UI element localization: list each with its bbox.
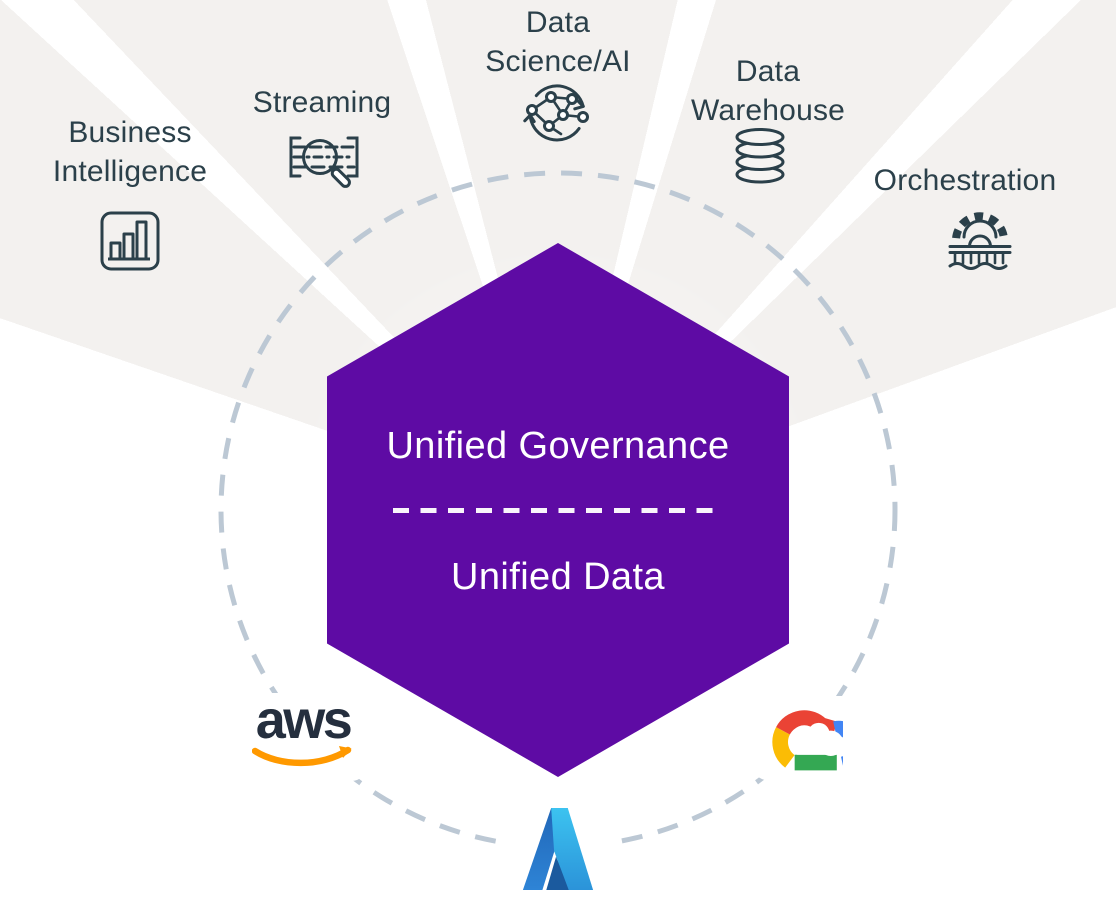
label-orchestration: Orchestration xyxy=(835,161,1095,200)
label-data-science-ai: Data Science/AI xyxy=(428,3,688,81)
label-streaming: Streaming xyxy=(192,83,452,122)
label-line: Orchestration xyxy=(873,164,1057,197)
hexagon-dashed-divider xyxy=(393,508,723,513)
label-line: Data xyxy=(735,55,801,88)
hexagon-top-label: Unified Governance xyxy=(386,425,730,467)
label-business-intelligence: Business Intelligence xyxy=(0,113,260,191)
bridge-gear-icon xyxy=(943,205,1019,273)
label-line: Science/AI xyxy=(485,45,631,78)
aws-smile-icon xyxy=(251,746,352,767)
label-data-warehouse: Data Warehouse xyxy=(638,52,898,130)
google-cloud-logo xyxy=(768,706,865,776)
azure-logo xyxy=(519,808,597,895)
label-line: Streaming xyxy=(252,86,392,119)
label-line: Data xyxy=(525,6,591,39)
bar-chart-icon xyxy=(98,209,162,273)
hexagon-bottom-label: Unified Data xyxy=(451,556,665,598)
label-line: Intelligence xyxy=(52,155,208,188)
aws-logo: aws xyxy=(250,690,356,775)
database-stack-icon xyxy=(733,126,787,184)
aws-logo-backdrop xyxy=(238,693,366,781)
unified-hexagon: Unified Governance Unified Data xyxy=(327,243,789,777)
google-cloud-icon xyxy=(772,710,865,773)
azure-icon xyxy=(522,808,594,890)
network-cycle-icon xyxy=(517,76,597,148)
label-line: Warehouse xyxy=(690,94,846,127)
stream-search-icon xyxy=(286,131,366,205)
aws-wordmark: aws xyxy=(255,690,353,750)
label-line: Business xyxy=(68,116,192,149)
